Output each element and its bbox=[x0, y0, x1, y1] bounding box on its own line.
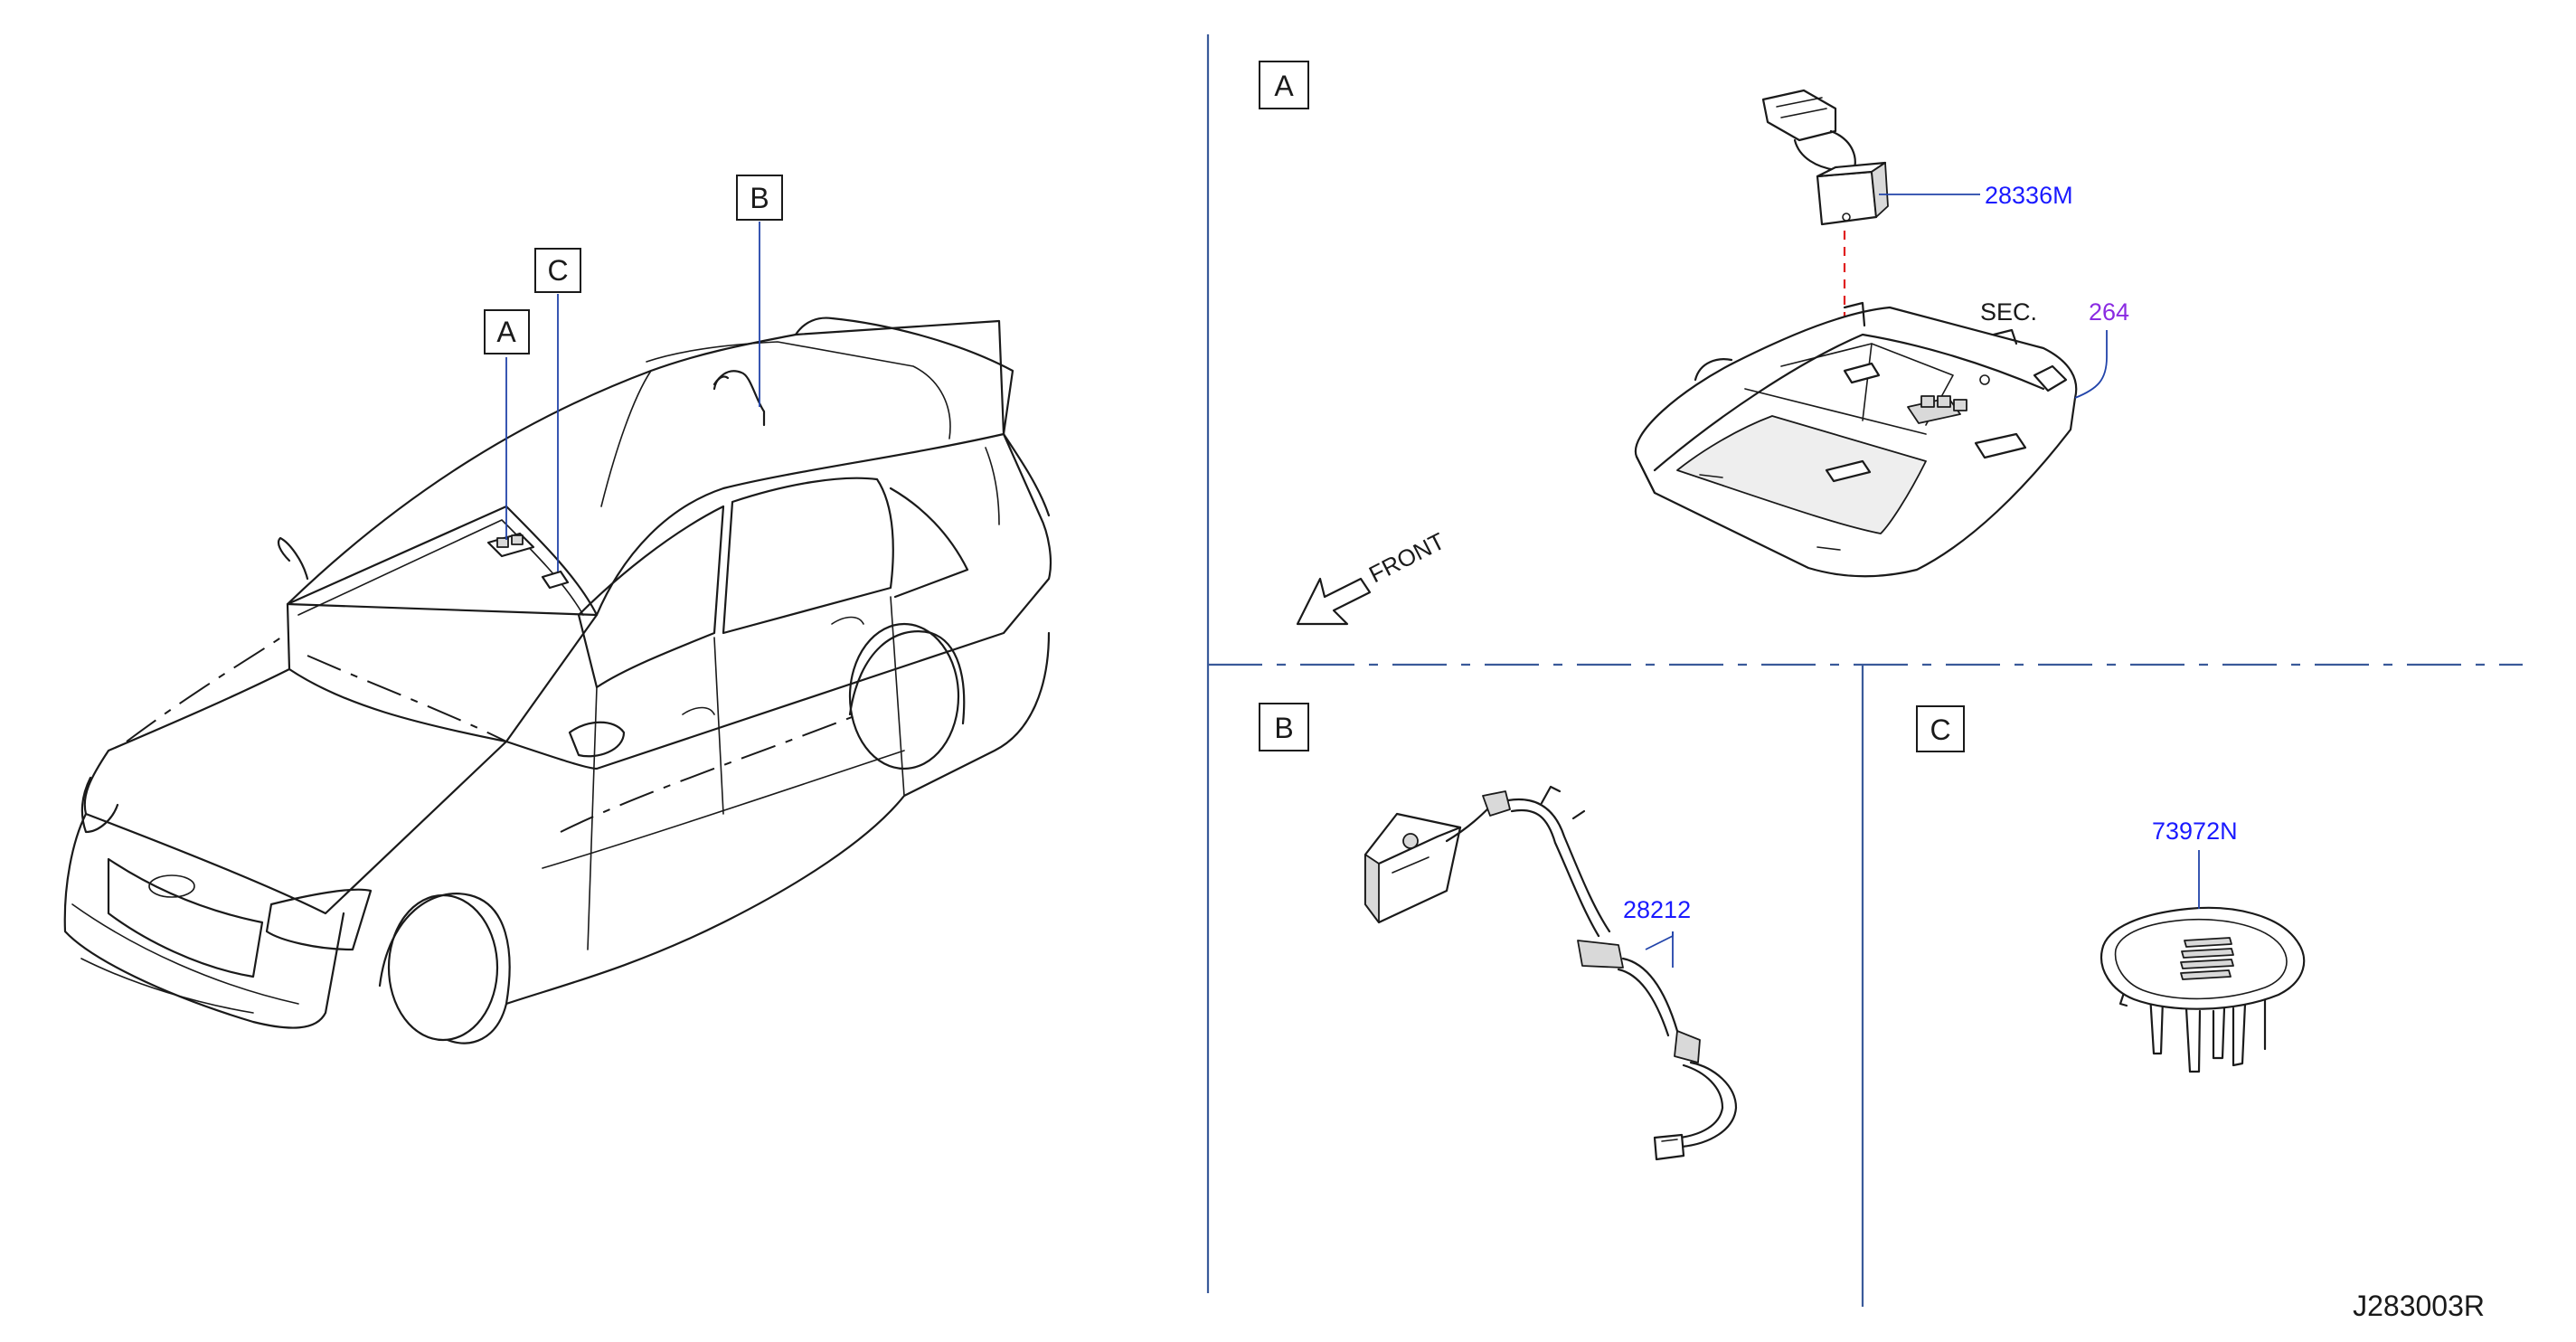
car-callout-c: C bbox=[534, 248, 581, 293]
detail-c-callout: C bbox=[1916, 705, 1965, 752]
svg-text:B: B bbox=[1274, 712, 1293, 744]
part-28212-label: 28212 bbox=[1623, 896, 1691, 923]
overhead-console bbox=[1634, 301, 2078, 578]
detail-c: C 73972N bbox=[1916, 705, 2306, 1073]
panel-dividers bbox=[1206, 34, 2523, 1307]
sensor-unit bbox=[1761, 89, 1889, 226]
car-callout-b: B bbox=[736, 175, 783, 221]
antenna-harness bbox=[1363, 785, 1738, 1161]
detail-b: B 28212 bbox=[1259, 703, 1738, 1161]
front-direction-label: FRONT bbox=[1364, 527, 1449, 588]
front-arrow-icon bbox=[1296, 577, 1372, 626]
car-overview: A C B bbox=[63, 175, 1052, 1044]
svg-text:A: A bbox=[496, 316, 516, 348]
svg-text:A: A bbox=[1274, 70, 1294, 102]
part-28336m-label: 28336M bbox=[1985, 182, 2073, 209]
diagram-id-label: J283003R bbox=[2353, 1290, 2485, 1322]
section-number-label: 264 bbox=[2089, 298, 2129, 326]
detail-a-callout: A bbox=[1259, 61, 1309, 109]
svg-text:C: C bbox=[547, 254, 568, 287]
svg-text:B: B bbox=[750, 182, 769, 214]
detail-b-callout: B bbox=[1259, 703, 1309, 751]
section-prefix-label: SEC. bbox=[1980, 298, 2037, 326]
car-callout-a: A bbox=[484, 309, 530, 354]
part-73972n-label: 73972N bbox=[2152, 817, 2238, 845]
svg-text:C: C bbox=[1930, 714, 1950, 746]
detail-a: A 28336M bbox=[1259, 61, 2129, 626]
cover-part bbox=[2099, 906, 2306, 1073]
